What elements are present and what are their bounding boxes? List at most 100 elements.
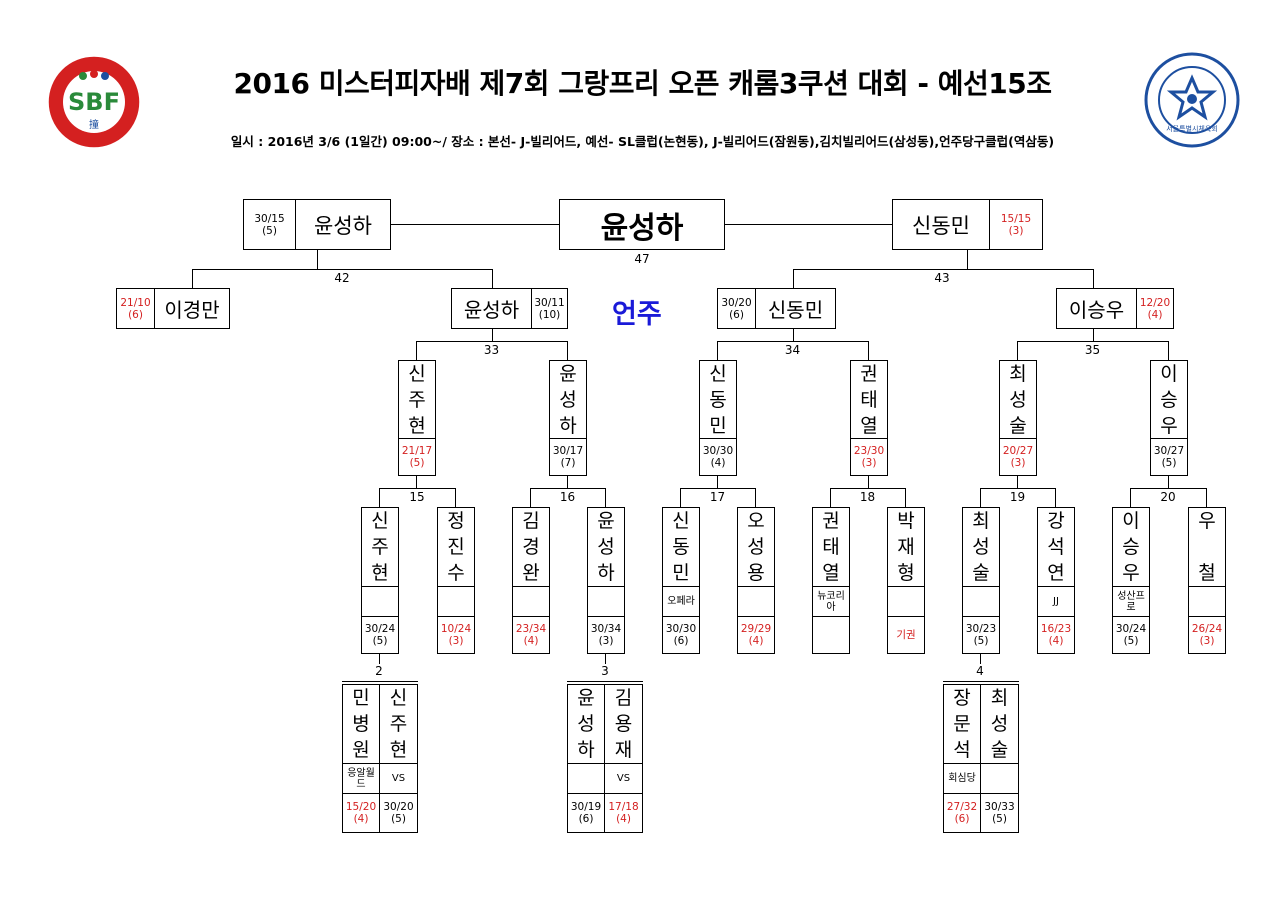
score-cell: 21/17(5): [399, 438, 435, 475]
connector: [605, 654, 606, 664]
innings: (4): [1147, 308, 1163, 321]
innings: (3): [448, 635, 464, 647]
connector: [680, 488, 755, 489]
name-char: 승: [1122, 536, 1140, 558]
name-char: 신: [672, 510, 690, 532]
name-char: 성: [972, 536, 990, 558]
connector: [793, 329, 794, 341]
match-number: 4: [976, 664, 984, 678]
score: 21/10: [120, 296, 151, 309]
connector: [379, 488, 455, 489]
name-char: 술: [990, 739, 1009, 761]
score-cell: 16/23(4): [1038, 616, 1074, 653]
innings: (4): [1048, 635, 1064, 647]
innings: (3): [1010, 457, 1026, 469]
score-cell: 30/20 (6): [718, 289, 756, 328]
connector: [1017, 341, 1018, 360]
semi-player-box: 이승우 12/20 (4): [1056, 288, 1174, 329]
connector: [717, 476, 718, 488]
score-cell: 20/27(3): [1000, 438, 1036, 475]
club-cell: 오페라: [663, 586, 699, 616]
name-char: 병: [352, 713, 370, 735]
sbf-logo: SBF 撞: [46, 54, 142, 150]
innings: (10): [538, 308, 561, 321]
connector: [530, 488, 531, 507]
innings: (5): [1123, 635, 1139, 647]
innings: (5): [409, 457, 425, 469]
score-cell: 30/11 (10): [531, 289, 567, 328]
score-cell: 30/19(6): [568, 793, 604, 832]
connector: [1206, 488, 1207, 507]
innings: (4): [710, 457, 726, 469]
club-cell: [438, 586, 474, 616]
score: 30/11: [534, 296, 565, 309]
council-logo-bottom: 서울특별시체육회: [1166, 125, 1218, 133]
innings: (5): [973, 635, 989, 647]
connector: [868, 476, 869, 488]
name-char: 원: [352, 739, 370, 761]
club-cell: 응알월드: [343, 763, 379, 793]
innings: (5): [391, 813, 406, 825]
connector: [391, 224, 559, 225]
connector: [567, 681, 643, 682]
score: 23/34: [515, 623, 547, 635]
score-cell: [813, 616, 849, 653]
score-cell: 30/30(6): [663, 616, 699, 653]
name-char: 철: [1198, 562, 1216, 584]
score: 20/27: [1002, 445, 1034, 457]
club-name: 회심당: [948, 773, 976, 784]
name-char: 윤: [597, 510, 615, 532]
name-char: 김: [522, 510, 540, 532]
name-char: 형: [897, 562, 915, 584]
score: 15/15: [1000, 212, 1032, 225]
score-cell: 30/17(7): [550, 438, 586, 475]
innings: (4): [523, 635, 539, 647]
connector: [717, 341, 718, 360]
match-number: 34: [784, 343, 801, 357]
club-cell: [888, 586, 924, 616]
name-char: 태: [860, 388, 878, 411]
semi-player-box: 21/10 (6) 이경만: [116, 288, 230, 329]
score: 30/15: [254, 212, 285, 225]
club-cell: [588, 586, 624, 616]
connector: [416, 341, 567, 342]
name-char: 용: [614, 713, 633, 735]
score-cell: 23/30(3): [851, 438, 887, 475]
name-char: 동: [672, 536, 690, 558]
name-char: 현: [371, 562, 389, 584]
club-cell: 뉴코리아: [813, 586, 849, 616]
score: 23/30: [853, 445, 885, 457]
innings: (5): [372, 635, 388, 647]
score: 30/30: [665, 623, 697, 635]
score: 26/24: [1191, 623, 1223, 635]
score-cell: 27/32(6): [944, 793, 980, 832]
name-char: 열: [860, 414, 878, 437]
innings: (5): [992, 813, 1007, 825]
score-cell: 30/30(4): [700, 438, 736, 475]
connector: [943, 681, 1019, 682]
connector: [492, 329, 493, 341]
seoul-sports-council-logo: 서울특별시체육회: [1144, 52, 1240, 148]
innings: (6): [578, 813, 594, 825]
connector: [530, 488, 605, 489]
innings: (7): [560, 457, 576, 469]
